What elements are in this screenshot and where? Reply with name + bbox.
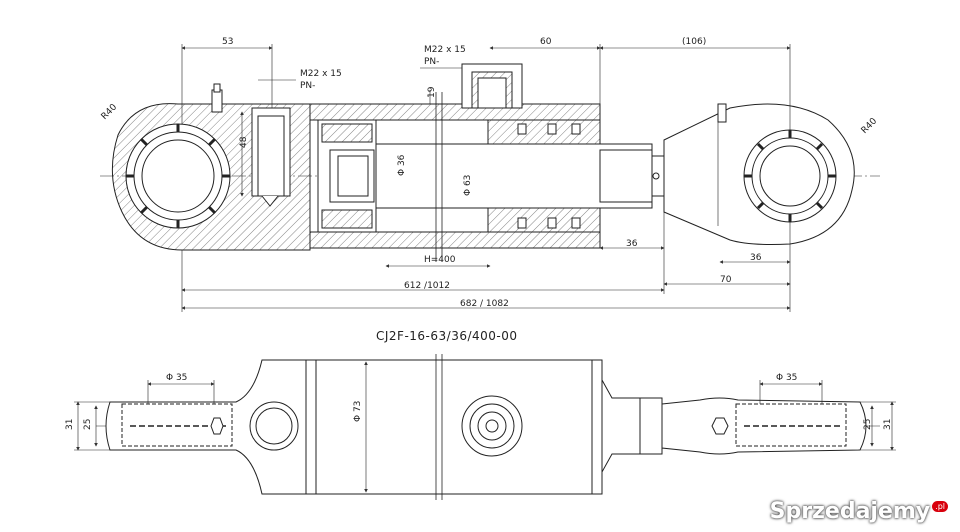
dim-r40-right: R40 xyxy=(860,116,880,136)
dim-106: (106) xyxy=(682,37,706,47)
tube-bottom-wall xyxy=(309,231,601,249)
dim-port-left: M22 x 15 xyxy=(300,69,342,79)
dim-682: 682 / 1082 xyxy=(460,299,509,309)
dim-36-b: 36 xyxy=(750,253,762,263)
dim-port-left-pn: PN- xyxy=(300,81,315,91)
drawing-title: CJ2F-16-63/36/400-00 xyxy=(376,329,518,343)
dim-port-right: M22 x 15 xyxy=(424,45,466,55)
dim-60: 60 xyxy=(540,37,552,47)
watermark-badge: .pl xyxy=(932,501,948,512)
dim-31-left: 31 xyxy=(65,419,75,430)
dim-25-left: 25 xyxy=(83,419,93,430)
dim-53: 53 xyxy=(222,37,233,47)
dim-36-a: 36 xyxy=(626,239,638,249)
dim-70: 70 xyxy=(720,275,732,285)
left-clevis-tongue xyxy=(105,359,307,495)
dim-r40-left: R40 xyxy=(100,102,120,122)
outer-view xyxy=(74,354,896,500)
section-view xyxy=(100,44,880,312)
gland-head xyxy=(487,119,601,145)
watermark: Sprzedajemy .pl xyxy=(770,499,948,524)
dim-612: 612 /1012 xyxy=(404,281,450,291)
dim-bore-dia: Φ 63 xyxy=(463,175,473,196)
dim-19: 19 xyxy=(427,86,437,98)
dim-tube-dia: Φ 73 xyxy=(353,401,363,422)
rod-outer xyxy=(639,397,663,455)
dim-stroke: H=400 xyxy=(424,255,456,265)
dim-pin-right: Φ 35 xyxy=(776,373,797,383)
section-dimensions: 53 M22 x 15 PN- M22 x 15 PN- 60 (106) R4… xyxy=(100,37,880,309)
right-pin-slot xyxy=(735,403,847,447)
dim-pin-left: Φ 35 xyxy=(166,373,187,383)
left-grease-nipple xyxy=(211,89,223,113)
dim-rod-dia: Φ 36 xyxy=(397,154,407,176)
right-grease-nipple xyxy=(717,103,727,123)
watermark-text: Sprzedajemy xyxy=(769,499,931,524)
cylinder-tube xyxy=(305,359,603,495)
left-pin-slot xyxy=(121,403,233,447)
tube-top-wall xyxy=(309,103,601,121)
dim-48: 48 xyxy=(239,136,249,148)
dim-port-right-pn: PN- xyxy=(424,57,439,67)
outer-view-dimensions: Φ 35 Φ 35 Φ 73 31 25 25 31 xyxy=(65,373,893,430)
dim-31-right: 31 xyxy=(883,419,893,430)
dim-25-right: 25 xyxy=(863,419,873,430)
